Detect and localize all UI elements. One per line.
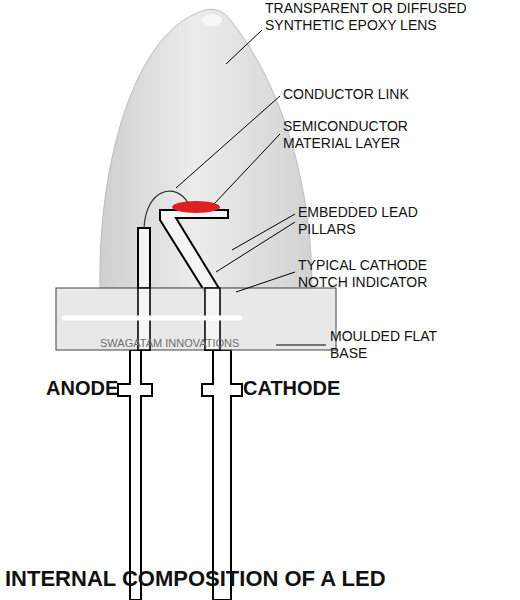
pin-name: ANODE — [46, 376, 166, 400]
cathode-lead — [202, 350, 242, 600]
moulded-base — [56, 288, 336, 350]
leader-line — [236, 272, 295, 292]
part-label: SEMICONDUCTOR MATERIAL LAYER — [283, 118, 453, 152]
anode-pillar — [138, 228, 150, 350]
semiconductor-die — [172, 201, 220, 213]
leader-line — [216, 222, 295, 272]
leader-line — [176, 96, 280, 188]
part-label: CONDUCTOR LINK — [283, 86, 483, 103]
part-label: MOULDED FLAT BASE — [330, 328, 460, 362]
diagram-title: INTERNAL COMPOSITION OF A LED — [5, 566, 386, 592]
part-label: EMBEDDED LEAD PILLARS — [298, 204, 468, 238]
leader-line — [226, 30, 262, 64]
part-label: TRANSPARENT OR DIFFUSED SYNTHETIC EPOXY … — [265, 0, 515, 34]
leader-line — [214, 134, 280, 204]
epoxy-lens — [100, 9, 312, 288]
conductor-link — [144, 191, 188, 228]
lens-highlight — [202, 14, 222, 26]
watermark: SWAGATAM INNOVATIONS — [100, 337, 280, 350]
base-shine — [64, 316, 240, 321]
leader-line — [276, 345, 326, 346]
leader-line — [232, 214, 295, 250]
part-label: TYPICAL CATHODE NOTCH INDICATOR — [298, 257, 468, 291]
pin-name: CATHODE — [243, 376, 393, 400]
anode-lead — [118, 350, 152, 600]
